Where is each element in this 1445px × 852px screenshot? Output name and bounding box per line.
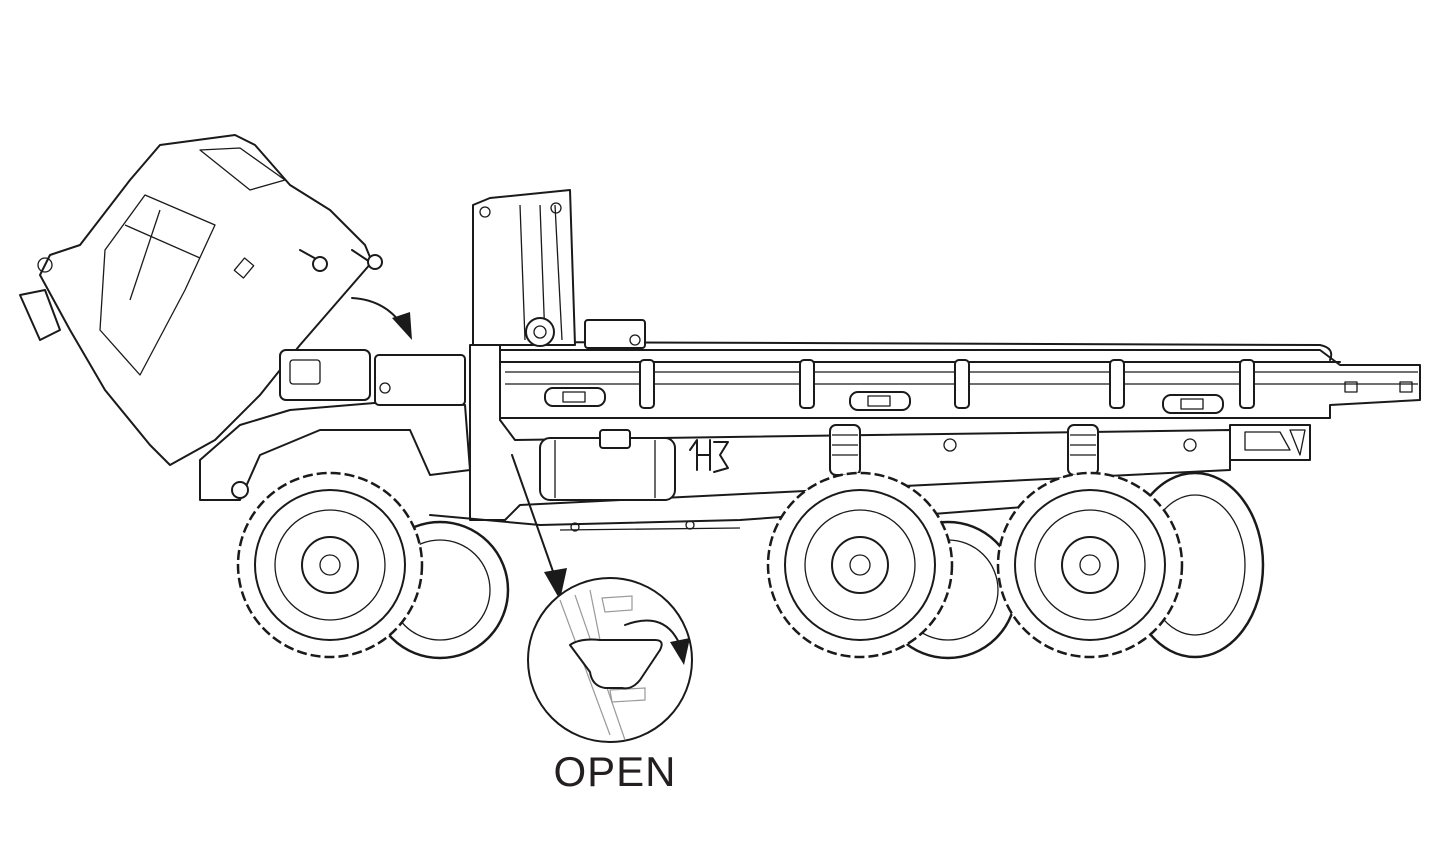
latch-rotate-arrow-icon	[624, 619, 690, 665]
open-label: OPEN	[553, 748, 677, 795]
wheel-rear	[996, 471, 1184, 659]
wheel-front	[236, 471, 424, 659]
engine-fender	[199, 349, 471, 501]
flatbed	[494, 340, 1421, 461]
wheel-middle	[766, 471, 954, 659]
tilted-cab	[19, 134, 383, 466]
wheels	[236, 471, 1265, 660]
headache-rack	[472, 189, 646, 349]
h3-logo	[689, 439, 729, 473]
latch-icon	[569, 638, 663, 690]
latch-callout	[527, 577, 693, 743]
pointer-arrow-icon	[511, 454, 567, 600]
rotate-arrow-icon	[351, 297, 412, 340]
